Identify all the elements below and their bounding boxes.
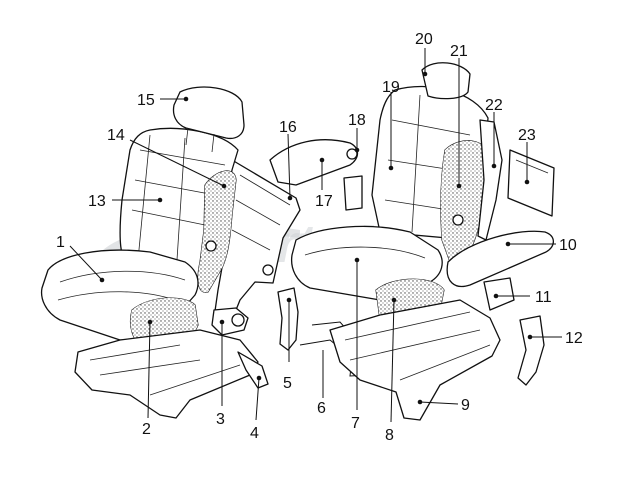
seatbelt-buckle-12 (517, 315, 545, 386)
callout-11: 11 (535, 289, 552, 306)
callout-19: 19 (382, 79, 400, 96)
callout-7: 7 (351, 415, 360, 432)
callout-20: 20 (415, 31, 433, 48)
left-seat-base (74, 329, 259, 419)
callout-8: 8 (385, 427, 394, 444)
left-backrest-frame (213, 159, 301, 321)
callout-1: 1 (56, 234, 65, 251)
right-backrest-frame (477, 119, 503, 241)
callout-13: 13 (88, 193, 106, 210)
left-headrest (172, 86, 245, 140)
callout-3: 3 (216, 411, 225, 428)
right-seat-base (329, 299, 501, 421)
leader-lines (69, 48, 562, 423)
middle-armrest-pad (269, 139, 359, 186)
callout-16: 16 (279, 119, 297, 136)
right-headrest (421, 62, 471, 100)
callout-9: 9 (461, 397, 470, 414)
callout-6: 6 (317, 400, 326, 417)
callout-22: 22 (485, 97, 503, 114)
callout-21: 21 (450, 43, 468, 60)
right-back-panel (507, 149, 555, 217)
left-foam-hole (205, 240, 217, 252)
callout-2: 2 (142, 421, 151, 438)
callout-4: 4 (250, 425, 259, 442)
seatbelt-buckle-5 (277, 287, 299, 351)
callout-23: 23 (518, 127, 536, 144)
callout-14: 14 (107, 127, 125, 144)
armrest-bracket (483, 277, 515, 311)
callout-18: 18 (348, 112, 366, 129)
callout-5: 5 (283, 375, 292, 392)
middle-buckle (343, 175, 363, 211)
callout-10: 10 (559, 237, 577, 254)
callout-15: 15 (137, 92, 155, 109)
callout-17: 17 (315, 193, 333, 210)
right-armrest (446, 230, 555, 287)
armrest-cap (346, 148, 358, 160)
callout-12: 12 (565, 330, 583, 347)
left-frame-bolt (262, 264, 274, 276)
